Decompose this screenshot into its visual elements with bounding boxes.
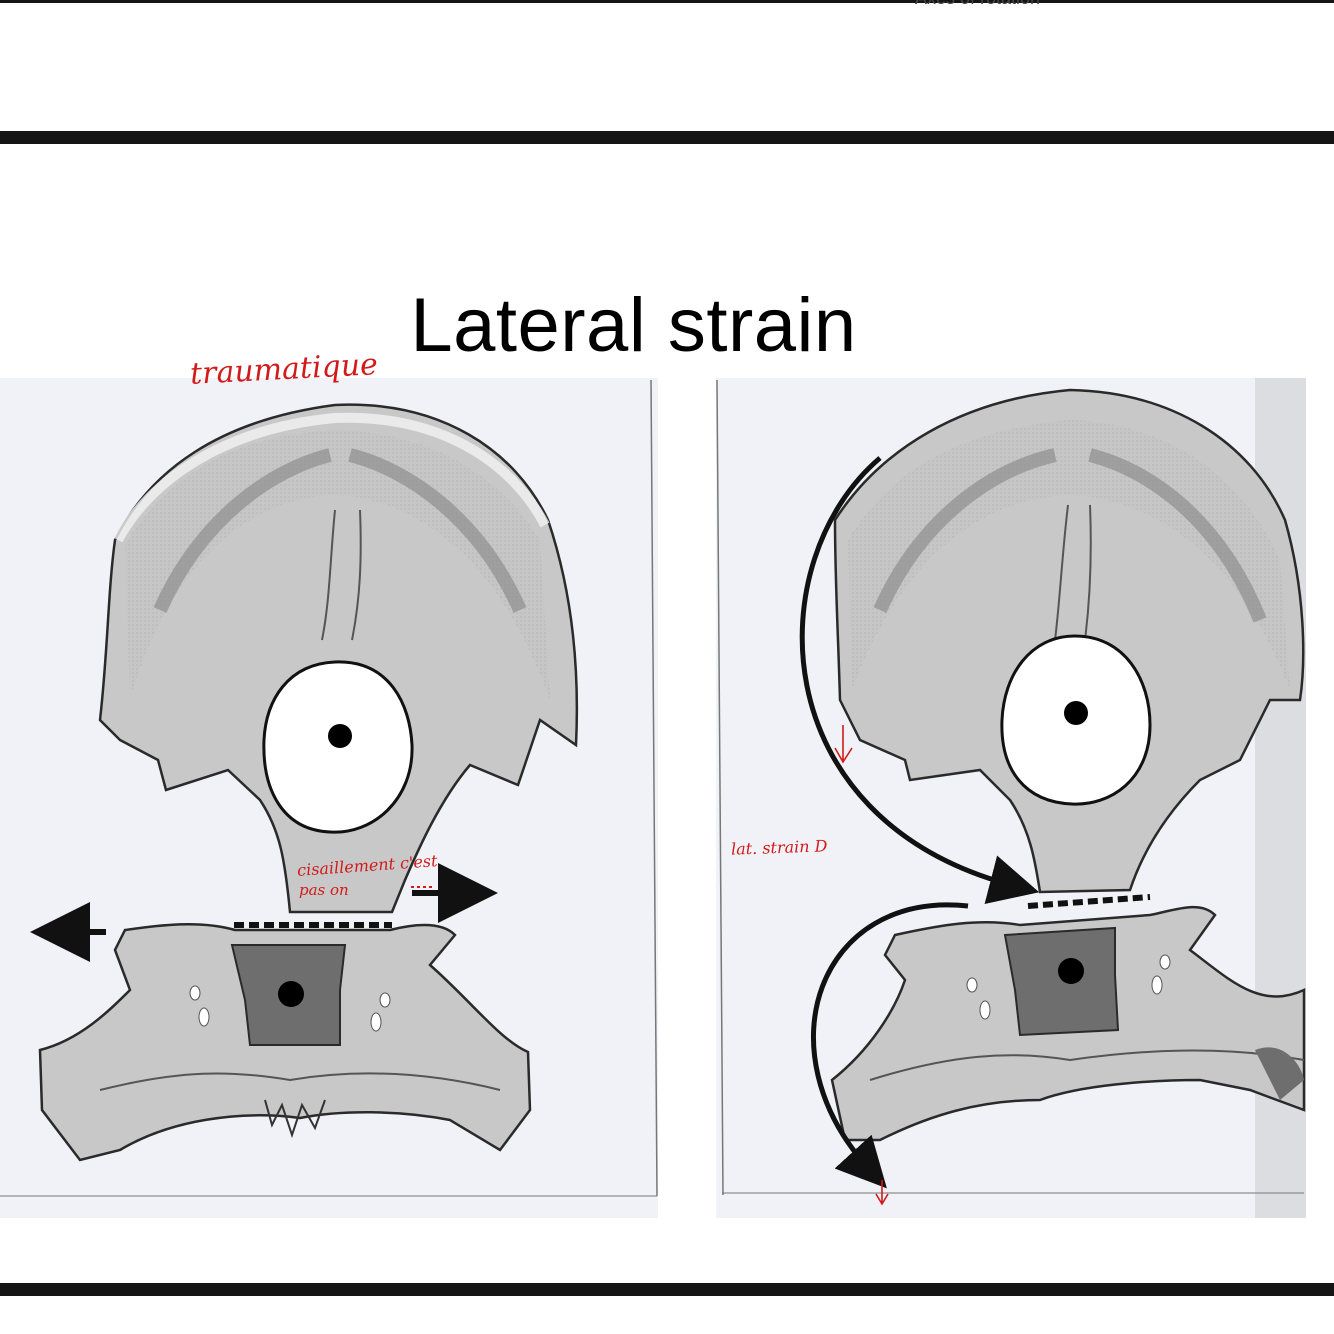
annotation-lat-strain: lat. strain D [731, 836, 828, 858]
rotation-axis-left [328, 724, 352, 748]
annotation-pas-on: pas on [299, 881, 349, 899]
rotation-axis-sphenoid-right [1058, 958, 1084, 984]
rotation-axis-right [1064, 701, 1088, 725]
rotation-axis-sphenoid-left [278, 981, 304, 1007]
left-panel [0, 378, 658, 1218]
right-panel [716, 378, 1306, 1218]
